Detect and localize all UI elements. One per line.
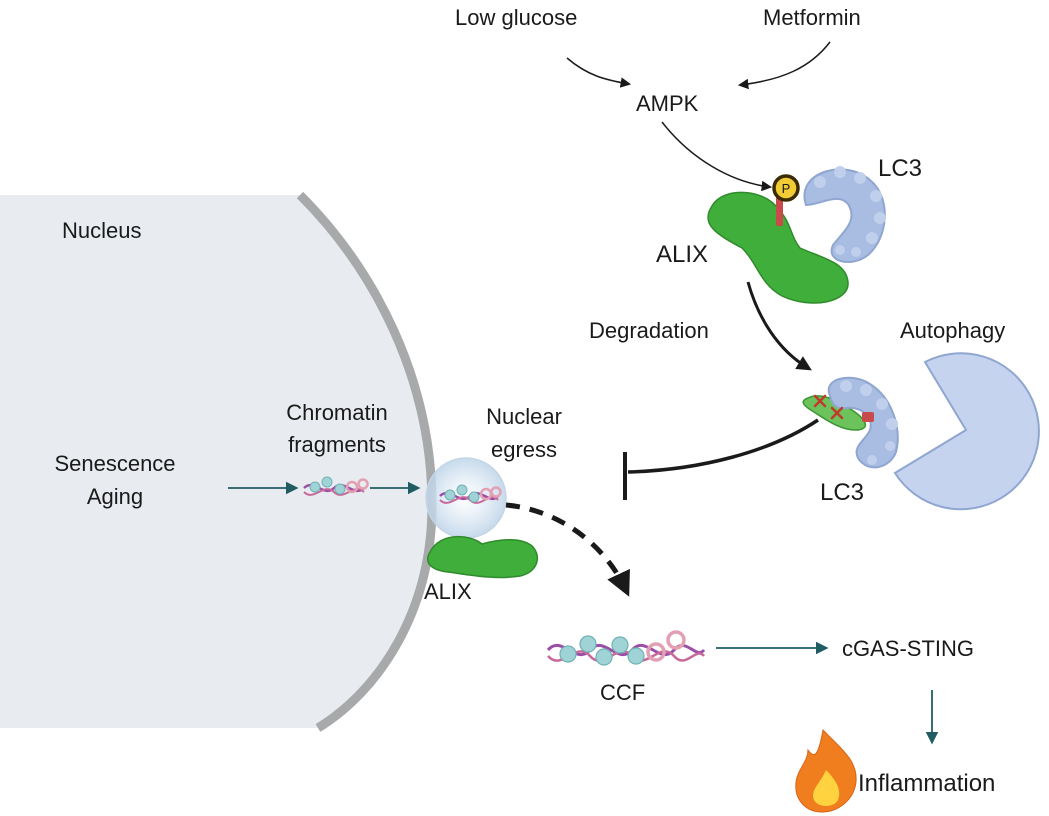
- chromatin-label-line2: fragments: [288, 432, 386, 457]
- low-glucose-label: Low glucose: [455, 5, 577, 30]
- lc3-degraded-complex: [802, 376, 899, 469]
- metformin-label: Metformin: [763, 5, 861, 30]
- phospho-group: P: [772, 174, 800, 202]
- ccf-label: CCF: [600, 680, 645, 705]
- lc3-bottom-label: LC3: [820, 479, 864, 506]
- lc3-top-protein: [803, 166, 886, 263]
- nuclear-egress-label-line2: egress: [491, 437, 557, 462]
- alix-lc3-complex: P: [707, 166, 886, 304]
- ampk-label: AMPK: [636, 91, 699, 116]
- alix-top-protein: [707, 191, 849, 304]
- alix-bottom-protein: [427, 535, 539, 579]
- inflammation-label: Inflammation: [858, 770, 995, 797]
- chromatin-label-line1: Chromatin: [286, 400, 387, 425]
- autophagy-label: Autophagy: [900, 318, 1005, 343]
- autophagosome-pacman: [893, 352, 1040, 511]
- nucleus-label: Nucleus: [62, 218, 141, 243]
- senescence-label: Senescence: [54, 451, 175, 476]
- alix-bottom-label: ALIX: [424, 579, 472, 604]
- flame-icon: [795, 728, 857, 813]
- chromatin-fragment-small: [303, 476, 369, 496]
- degradation-arrow: [746, 281, 812, 371]
- ampk-to-p-arrow: [661, 121, 773, 192]
- inhibition-line: [627, 418, 819, 474]
- ccf-chromatin-strand: [546, 630, 706, 666]
- low-glucose-arrow: [566, 57, 632, 88]
- metformin-arrow: [737, 41, 831, 90]
- cgas-sting-label: cGAS-STING: [842, 636, 974, 661]
- degradation-label: Degradation: [589, 318, 709, 343]
- lc3-top-label: LC3: [878, 155, 922, 182]
- lc3-bottom-protein: [827, 376, 899, 469]
- alix-top-label: ALIX: [656, 241, 708, 268]
- nuclear-egress-label-line1: Nuclear: [486, 404, 562, 429]
- aging-label: Aging: [87, 484, 143, 509]
- egress-to-ccf-dashed-arrow: [505, 502, 630, 597]
- phospho-label: P: [782, 181, 791, 196]
- chromatin-in-vesicle: [439, 484, 502, 504]
